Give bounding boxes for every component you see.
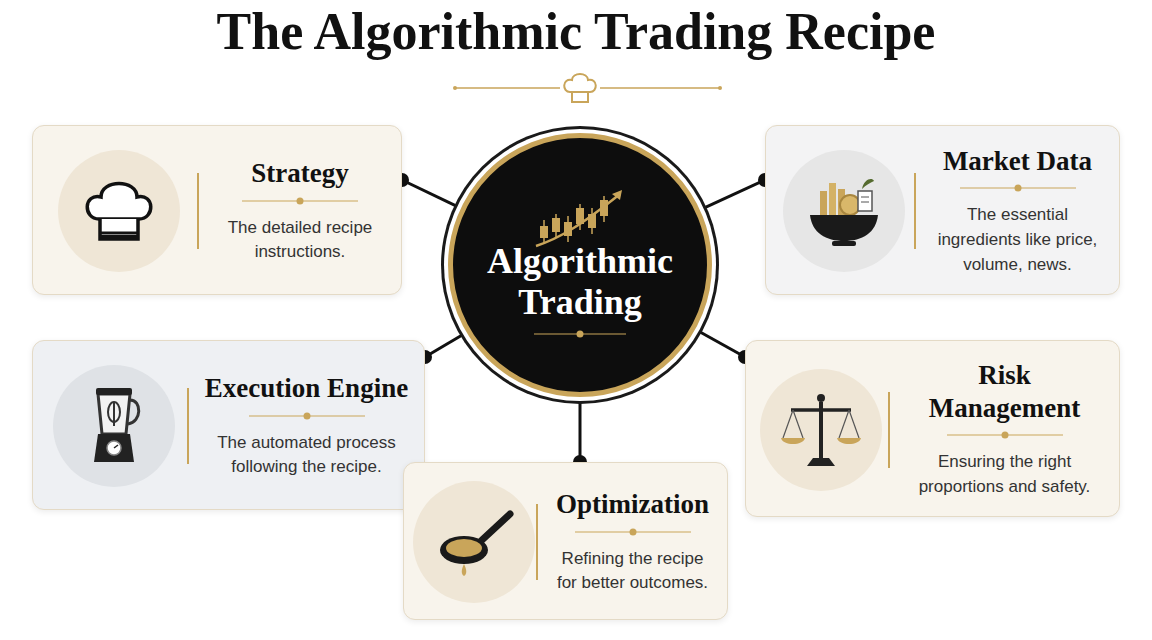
step-description: Ensuring the right proportions and safet… [902, 450, 1107, 499]
divider-line [197, 173, 199, 249]
text-column: Risk ManagementEnsuring the right propor… [902, 341, 1107, 518]
scale-icon [759, 368, 883, 492]
hub-circle: Algorithmic Trading [448, 133, 712, 397]
hub-ornament [530, 329, 630, 339]
step-heading: Strategy [251, 157, 348, 189]
hat-icon [57, 149, 181, 273]
heading-rule [573, 527, 693, 537]
step-description: The essential ingredients like price, vo… [928, 203, 1107, 277]
step-description: The detailed recipe instructions. [211, 216, 389, 265]
step-description: The automated process following the reci… [201, 431, 412, 480]
step-heading: Optimization [556, 488, 709, 520]
bowl-icon [782, 149, 906, 273]
step-heading: Market Data [943, 145, 1092, 177]
connector-line [402, 180, 455, 206]
connector-line [701, 332, 745, 357]
step-box: Risk ManagementEnsuring the right propor… [745, 340, 1120, 517]
divider-line [914, 173, 916, 249]
pan-icon [412, 480, 536, 604]
heading-rule [240, 196, 360, 206]
connector [573, 403, 587, 469]
blender-icon [52, 364, 176, 488]
divider-line [888, 392, 890, 468]
heading-rule [945, 430, 1065, 440]
step-box: OptimizationRefining the recipe for bett… [403, 462, 728, 620]
step-heading: Execution Engine [205, 372, 408, 404]
step-heading: Risk Management [902, 359, 1107, 424]
diagram-title: The Algorithmic Trading Recipe [0, 2, 1152, 61]
connector-line [579, 403, 582, 462]
connector [705, 173, 772, 207]
step-box: Execution EngineThe automated process fo… [32, 340, 425, 510]
step-description: Refining the recipe for better outcomes. [550, 547, 715, 596]
step-box: Market DataThe essential ingredients lik… [765, 125, 1120, 295]
hub-label: Algorithmic Trading [453, 241, 707, 324]
text-column: StrategyThe detailed recipe instructions… [211, 126, 389, 296]
divider-line [187, 388, 189, 464]
heading-rule [958, 183, 1078, 193]
text-column: Execution EngineThe automated process fo… [201, 341, 412, 511]
connector-line [705, 180, 765, 207]
text-column: Market DataThe essential ingredients lik… [928, 126, 1107, 296]
connector [395, 173, 455, 206]
candlestick-icon [530, 186, 630, 250]
heading-rule [247, 411, 367, 421]
step-box: StrategyThe detailed recipe instructions… [32, 125, 402, 295]
divider-line [536, 504, 538, 580]
text-column: OptimizationRefining the recipe for bett… [550, 463, 715, 621]
